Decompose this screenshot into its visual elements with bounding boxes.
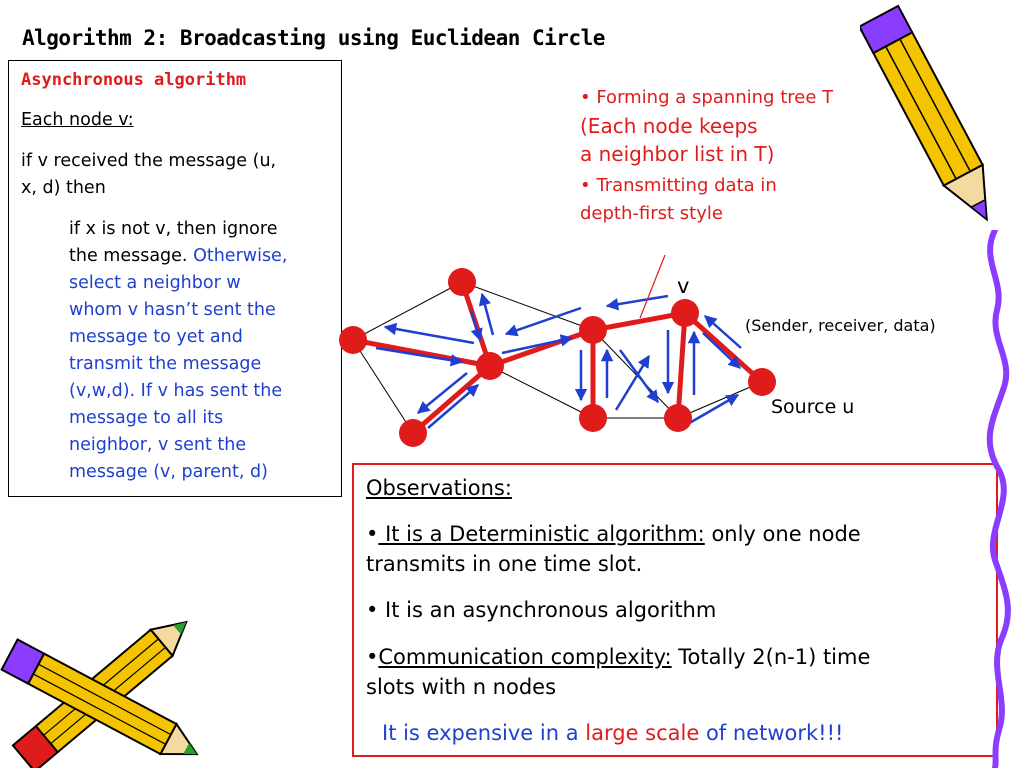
condition-line-1: if v received the message (u, [21, 151, 277, 171]
graph-node [579, 404, 607, 432]
procedure-line: message to all its [69, 408, 224, 428]
procedure-line: transmit the message [69, 354, 262, 374]
source-node-label: Source u [771, 396, 855, 418]
pencil-icon [860, 4, 988, 222]
observation-deterministic-2: transmits in one time slot. [366, 552, 643, 576]
ignore-line-2: the message. Otherwise, [69, 243, 287, 270]
procedure-line: neighbor, v sent the [69, 435, 247, 455]
squiggle-line [986, 230, 1011, 768]
procedure-line: (v,w,d). If v has sent the [69, 381, 283, 401]
graph-nodes [339, 268, 776, 447]
crossed-pencils-icon [0, 620, 199, 768]
observation-expensive: It is expensive in a large scale of netw… [382, 718, 843, 748]
deterministic-rest: only one node [704, 522, 861, 546]
bullet-depth-first-2: depth-first style [580, 203, 723, 224]
observation-deterministic: • It is a Deterministic algorithm: only … [366, 519, 861, 549]
bullet: • [366, 522, 379, 546]
graph-node-source [748, 368, 776, 396]
observations-box: Observations: • It is a Deterministic al… [352, 463, 998, 757]
observations-heading: Observations: [366, 476, 512, 500]
each-node-label: Each node v: [21, 110, 134, 130]
complexity-term: Communication complexity: [378, 645, 672, 669]
network-diagram [339, 254, 776, 447]
graph-node [399, 419, 427, 447]
otherwise-text: Otherwise, [193, 246, 288, 266]
ignore-text: the message. [69, 246, 188, 266]
message-arrows [375, 292, 742, 429]
tree-edges [352, 281, 764, 435]
procedure-line: message to yet and [69, 327, 243, 347]
observation-complexity: •Communication complexity: Totally 2(n-1… [366, 642, 870, 672]
bullet-spanning-tree: • Forming a spanning tree T [580, 87, 834, 108]
bullet-neighbor-list: (Each node keeps [580, 114, 758, 138]
deterministic-term: It is a Deterministic algorithm: [378, 522, 705, 546]
graph-node [476, 352, 504, 380]
algorithm-box: Asynchronous algorithm Each node v: if v… [8, 60, 342, 497]
expensive-part-b: large scale [585, 721, 700, 745]
page-title: Algorithm 2: Broadcasting using Euclidea… [22, 26, 605, 50]
observation-asynchronous: • It is an asynchronous algorithm [366, 598, 717, 622]
ignore-line-1: if x is not v, then ignore [69, 219, 278, 239]
graph-edges [352, 281, 763, 434]
bullet-depth-first: • Transmitting data in [580, 175, 777, 196]
tree-bullets: • Forming a spanning tree T (Each node k… [580, 84, 890, 228]
graph-node [664, 404, 692, 432]
pointer-line [639, 254, 666, 319]
graph-node-v [671, 299, 699, 327]
expensive-part-c: of network!!! [699, 721, 844, 745]
procedure-line: message (v, parent, d) [69, 462, 268, 482]
condition-line-2: x, d) then [21, 178, 106, 198]
bullet-neighbor-list-2: a neighbor list in T) [580, 142, 775, 166]
procedure-line: whom v hasn’t sent the [69, 300, 276, 320]
node-v-label: v [677, 274, 690, 298]
observation-complexity-2: slots with n nodes [366, 675, 557, 699]
graph-node [448, 268, 476, 296]
graph-node [339, 326, 367, 354]
bullet: • [366, 645, 379, 669]
complexity-rest: Totally 2(n-1) time [671, 645, 871, 669]
procedure-line: select a neighbor w [69, 273, 241, 293]
algorithm-heading: Asynchronous algorithm [21, 70, 247, 90]
graph-node [579, 316, 607, 344]
expensive-part-a: It is expensive in a [382, 721, 586, 745]
message-format-label: (Sender, receiver, data) [745, 316, 936, 335]
